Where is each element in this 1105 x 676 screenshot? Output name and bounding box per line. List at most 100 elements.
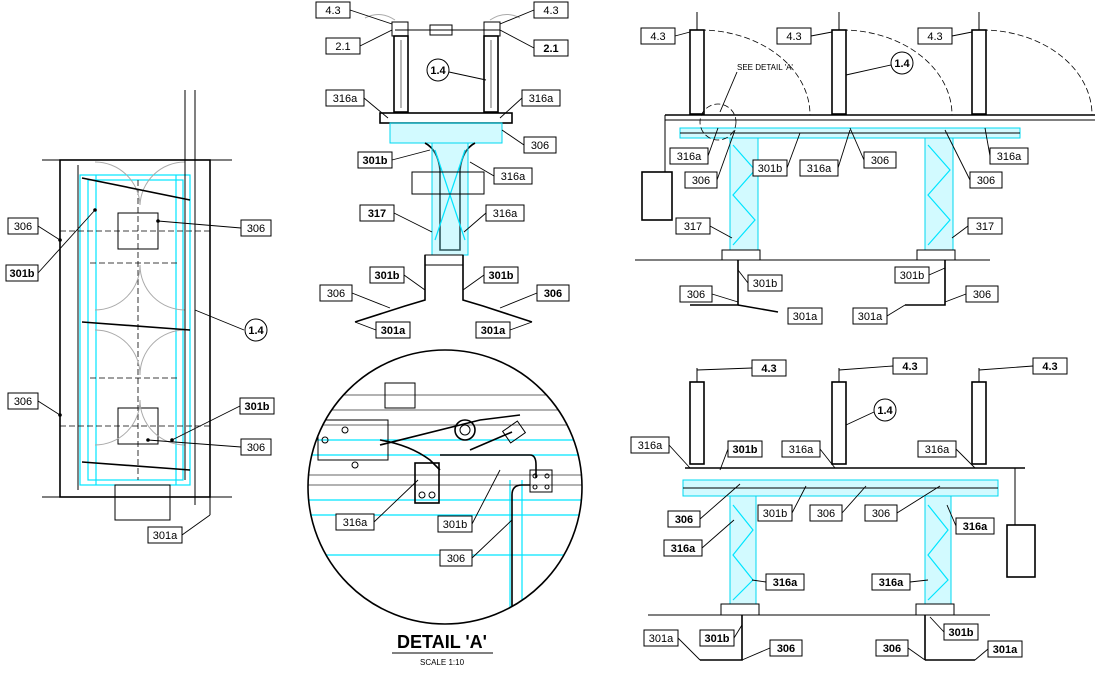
end-tag-301b-right: 301b — [462, 266, 519, 291]
plan-callout-1-4: 1.4 — [194, 309, 268, 342]
plan-tag-306-right-bottom: 306 — [146, 438, 272, 456]
side-bot-tag-306-bottom-right: 306 — [875, 639, 926, 661]
end-tag-316a-lower: 316a — [463, 204, 525, 233]
end-tag-306-right: 306 — [499, 284, 570, 309]
side-view-bottom — [648, 368, 1036, 661]
end-tag-306-left: 306 — [319, 284, 391, 309]
side-bot-tag-4-3-a: 4.3 — [696, 359, 787, 377]
side-top-tag-306-right-bottom: 306 — [944, 285, 999, 303]
svg-text:316a: 316a — [343, 517, 368, 529]
side-bot-tag-301b-bottom-right: 301b — [929, 616, 979, 641]
svg-text:4.3: 4.3 — [543, 5, 558, 17]
side-bot-tag-316a-mid: 316a — [781, 440, 836, 469]
svg-text:306: 306 — [14, 396, 32, 408]
svg-text:316a: 316a — [879, 577, 904, 589]
svg-text:4.3: 4.3 — [325, 5, 340, 17]
end-tag-301b-center: 301b — [357, 149, 431, 169]
end-tag-301a-left: 301a — [354, 321, 411, 339]
end-tag-316a-mid: 316a — [469, 161, 533, 185]
plan-view — [42, 90, 232, 521]
svg-text:306: 306 — [14, 221, 32, 233]
side-bot-tag-316a-far-right: 316a — [946, 504, 995, 535]
svg-text:4.3: 4.3 — [786, 31, 801, 43]
side-bot-tag-316a-right: 316a — [917, 440, 976, 469]
side-bot-tag-316a-lower-mid: 316a — [751, 573, 805, 591]
end-tag-317: 317 — [359, 204, 433, 233]
detail-a-view — [307, 349, 583, 625]
side-bot-tag-306-mid: 306 — [809, 485, 867, 522]
svg-text:306: 306 — [977, 175, 995, 187]
side-top-tag-301b-left: 301b — [737, 269, 783, 292]
plan-tag-306-right-top: 306 — [156, 219, 272, 237]
detail-tag-301b: 301b — [437, 469, 501, 533]
svg-text:306: 306 — [675, 514, 693, 526]
side-bot-callout-1-4: 1.4 — [845, 398, 897, 426]
svg-text:SEE DETAIL 'A': SEE DETAIL 'A' — [737, 63, 793, 72]
plan-tag-301b-left: 301b — [5, 208, 97, 282]
svg-text:301a: 301a — [993, 644, 1018, 656]
end-tag-4-3-right: 4.3 — [499, 1, 569, 25]
side-top-tag-316a-right: 316a — [984, 127, 1029, 165]
svg-text:301b: 301b — [758, 163, 782, 175]
end-tag-306: 306 — [501, 129, 557, 154]
side-top-tag-306-mid: 306 — [849, 127, 897, 169]
end-tag-301a-right: 301a — [475, 321, 533, 339]
detail-a-title-block: DETAIL 'A' SCALE 1:10 — [392, 632, 493, 667]
svg-text:316a: 316a — [493, 208, 518, 220]
svg-text:301b: 301b — [244, 401, 269, 413]
svg-text:301a: 301a — [153, 530, 178, 542]
side-top-see-detail-note: SEE DETAIL 'A' — [699, 63, 793, 141]
svg-text:1.4: 1.4 — [248, 325, 264, 337]
svg-text:301b: 301b — [362, 155, 387, 167]
svg-text:2.1: 2.1 — [335, 41, 350, 53]
side-top-callout-1-4: 1.4 — [845, 51, 914, 76]
side-bot-tag-301a-left: 301a — [643, 629, 701, 661]
svg-text:301b: 301b — [704, 633, 729, 645]
side-bot-tag-316a-left: 316a — [630, 436, 691, 469]
svg-text:306: 306 — [692, 175, 710, 187]
side-top-tag-4-3-b: 4.3 — [776, 27, 833, 45]
svg-text:306: 306 — [777, 643, 795, 655]
svg-text:301b: 301b — [948, 627, 973, 639]
side-top-tag-301b-right: 301b — [894, 266, 946, 284]
svg-text:306: 306 — [883, 643, 901, 655]
svg-text:317: 317 — [684, 221, 702, 233]
svg-text:306: 306 — [872, 508, 890, 520]
side-view-top — [635, 12, 1095, 313]
side-top-tag-301a-right: 301a — [852, 304, 906, 325]
svg-text:316a: 316a — [773, 577, 798, 589]
end-tag-316a-right: 316a — [499, 89, 561, 119]
svg-text:306: 306 — [531, 140, 549, 152]
end-tag-2-1-left: 2.1 — [325, 29, 393, 55]
side-bot-tag-306-bottom-left: 306 — [741, 639, 803, 661]
end-callout-1-4: 1.4 — [426, 58, 487, 82]
side-bot-tag-306-right: 306 — [864, 485, 941, 522]
side-top-tag-306-right: 306 — [944, 129, 1003, 189]
svg-text:306: 306 — [447, 553, 465, 565]
svg-text:301a: 301a — [381, 325, 406, 337]
detail-tag-306: 306 — [439, 519, 513, 567]
svg-text:301b: 301b — [900, 270, 924, 282]
end-tag-301b-left: 301b — [369, 266, 426, 291]
plan-tag-306-left-top: 306 — [7, 217, 62, 242]
side-bot-tag-306-left: 306 — [667, 483, 741, 528]
svg-text:316a: 316a — [925, 444, 950, 456]
svg-text:316a: 316a — [807, 163, 832, 175]
detail-title: DETAIL 'A' — [397, 632, 487, 652]
svg-text:306: 306 — [544, 288, 562, 300]
svg-text:301b: 301b — [488, 270, 513, 282]
svg-text:301a: 301a — [858, 311, 883, 323]
svg-text:1.4: 1.4 — [430, 65, 446, 77]
svg-text:301b: 301b — [9, 268, 34, 280]
end-view — [354, 14, 533, 323]
end-tag-2-1-right: 2.1 — [499, 29, 569, 57]
svg-text:306: 306 — [871, 155, 889, 167]
plan-tag-301b-right: 301b — [170, 397, 275, 442]
svg-text:316a: 316a — [997, 151, 1022, 163]
svg-text:301b: 301b — [732, 444, 757, 456]
svg-text:316a: 316a — [671, 543, 696, 555]
svg-text:4.3: 4.3 — [761, 363, 776, 375]
svg-text:306: 306 — [247, 223, 265, 235]
svg-text:1.4: 1.4 — [877, 405, 893, 417]
